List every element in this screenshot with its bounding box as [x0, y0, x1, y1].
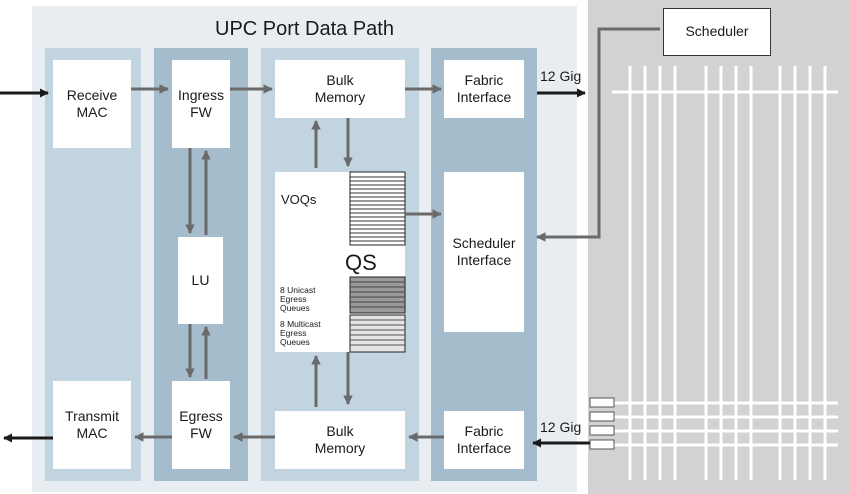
voq-queues: [349, 171, 406, 246]
bottom-link-speed: 12 Gig: [540, 419, 582, 435]
egress-fw-block: Egress FW: [172, 381, 230, 469]
unicast-queues-label: 8 Unicast Egress Queues: [280, 285, 316, 313]
fabric-interface-bottom-block: Fabric Interface: [444, 411, 524, 469]
top-link-speed: 12 Gig: [540, 68, 582, 84]
transmit-mac-block: Transmit MAC: [53, 381, 131, 469]
unicast-egress-queues: [349, 276, 406, 314]
fabric-area: [588, 0, 850, 494]
scheduler-interface-block: Scheduler Interface: [444, 172, 524, 332]
lu-block: LU: [178, 237, 223, 324]
receive-mac-block: Receive MAC: [53, 60, 131, 148]
bulk-memory-top-block: Bulk Memory: [275, 60, 405, 118]
fabric-port-stubs: [589, 397, 615, 450]
multicast-queues-label: 8 Multicast Egress Queues: [280, 319, 321, 347]
diagram-title: UPC Port Data Path: [215, 18, 394, 40]
fabric-interface-top-block: Fabric Interface: [444, 60, 524, 118]
voqs-label: VOQs: [281, 192, 317, 207]
ingress-fw-block: Ingress FW: [172, 60, 230, 148]
bulk-memory-bottom-block: Bulk Memory: [275, 411, 405, 469]
fabric-grid: [612, 66, 838, 480]
scheduler-block: Scheduler: [663, 8, 771, 56]
qs-label: QS: [345, 250, 377, 275]
arrow-scheduler-to-schedif: [536, 27, 660, 242]
multicast-egress-queues: [349, 314, 406, 353]
